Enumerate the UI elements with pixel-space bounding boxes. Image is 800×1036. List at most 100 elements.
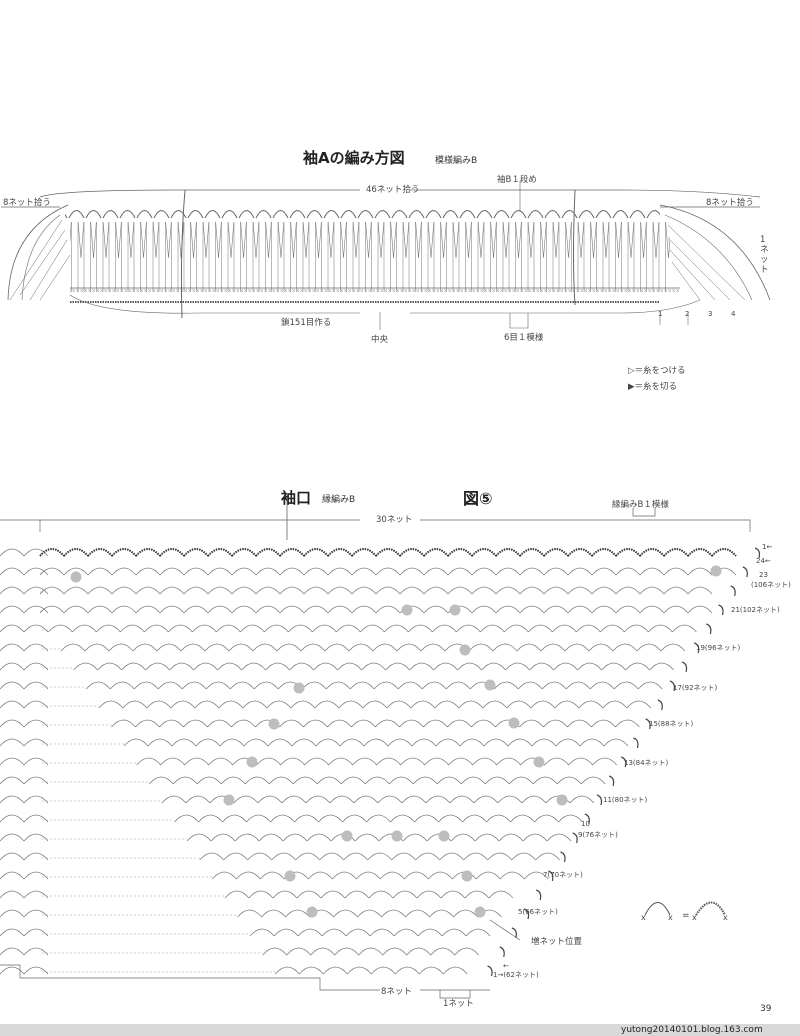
chain-arc <box>207 548 233 557</box>
chain-arc <box>576 624 601 633</box>
chain-arc <box>392 890 418 899</box>
increase-dot <box>293 682 305 694</box>
chain-arc <box>399 548 425 557</box>
chain-arc <box>246 814 271 823</box>
chain-arc <box>529 662 554 671</box>
chain-arc <box>221 776 246 785</box>
chain-arc <box>546 833 572 842</box>
chain-arc <box>183 548 209 557</box>
chain-arc <box>271 852 296 861</box>
chain-arc <box>521 795 547 804</box>
top-title: 袖Aの編み方図 <box>303 149 405 167</box>
chain-arc <box>361 662 386 671</box>
cuff-subtitle: 縁編みB <box>322 495 356 505</box>
chain-arc <box>289 662 314 671</box>
chain-arc <box>495 586 521 595</box>
row-label: 13(84ネット) <box>624 758 668 768</box>
chain-arc <box>507 738 533 747</box>
row-end-hook <box>535 889 542 901</box>
chain-arc <box>97 662 122 671</box>
chain-arc <box>687 567 713 576</box>
chain-arc <box>639 605 665 614</box>
row-count: (102ネット) <box>739 606 780 614</box>
chain-arc <box>23 548 49 557</box>
chain-arc <box>591 605 617 614</box>
chain-arc <box>273 928 299 937</box>
chain-arc <box>471 567 497 576</box>
chain-arc <box>255 548 281 557</box>
chain-arc <box>435 738 461 747</box>
chain-arc <box>0 662 25 671</box>
chain-arc <box>405 909 430 918</box>
chain-arc <box>385 662 410 671</box>
chain-arc <box>264 624 289 633</box>
chain-arc <box>506 700 532 709</box>
chain-arc <box>0 586 25 595</box>
chain-arc <box>39 605 65 614</box>
chain-arc <box>279 605 305 614</box>
chain-arc <box>255 567 281 576</box>
increase-dot <box>533 756 545 768</box>
chain-arc <box>135 586 161 595</box>
row-number: 7 <box>543 871 548 879</box>
chain-arc <box>457 662 482 671</box>
chain-arc <box>272 890 298 899</box>
chain-arc <box>260 871 285 880</box>
chain-arc <box>399 719 424 728</box>
chain-arc <box>23 605 49 614</box>
chain-arc <box>208 757 233 766</box>
repeat-label: 6目１模様 <box>504 333 544 343</box>
chain-arc <box>382 947 408 956</box>
chain-arc <box>281 795 307 804</box>
increase-label: 増ネット位置 <box>531 937 583 947</box>
chain-arc <box>300 643 326 652</box>
chain-arc <box>261 909 286 918</box>
chain-arc <box>231 586 257 595</box>
chain-arc <box>257 795 283 804</box>
chain-arc <box>447 586 473 595</box>
row-num-3: 3 <box>708 310 713 318</box>
chain-arc <box>23 909 49 918</box>
chain-arc <box>286 947 312 956</box>
chain-arc <box>111 567 137 576</box>
chain-arc <box>486 814 511 823</box>
chain-arc <box>362 700 388 709</box>
chain-arc <box>423 719 448 728</box>
chain-arc <box>267 738 293 747</box>
chain-arc <box>87 605 113 614</box>
row-end-hook <box>681 661 688 673</box>
chain-arc <box>279 719 304 728</box>
chain-arc <box>242 700 268 709</box>
chain-arc <box>377 795 403 804</box>
row-end-hook <box>633 737 639 749</box>
chain-arc <box>462 814 487 823</box>
chain-arc <box>552 624 577 633</box>
row-end-hook <box>645 718 651 730</box>
chain-arc <box>236 871 261 880</box>
chain-arc <box>288 624 313 633</box>
chain-arc <box>294 814 319 823</box>
row-end-hook <box>596 794 603 806</box>
chain-arc <box>73 662 98 671</box>
chain-arc <box>615 586 641 595</box>
chain-arc <box>423 605 449 614</box>
chain-arc <box>344 890 370 899</box>
chain-arc <box>0 871 25 880</box>
chain-arc <box>636 643 662 652</box>
chain-arc <box>329 795 355 804</box>
chain-arc <box>567 548 593 557</box>
chain-arc <box>304 757 329 766</box>
row-count: (76ネット) <box>582 831 618 839</box>
chain-arc <box>258 833 284 842</box>
chain-arc <box>492 643 518 652</box>
row-count: (70ネット) <box>547 871 583 879</box>
chain-arc <box>603 738 629 747</box>
svg-text:x: x <box>641 913 646 922</box>
chain-arc <box>471 719 496 728</box>
increase-dot <box>474 906 486 918</box>
chain-arc <box>369 928 395 937</box>
chain-arc <box>591 567 617 576</box>
chain-arc <box>493 681 519 690</box>
chain-arc <box>0 681 25 690</box>
